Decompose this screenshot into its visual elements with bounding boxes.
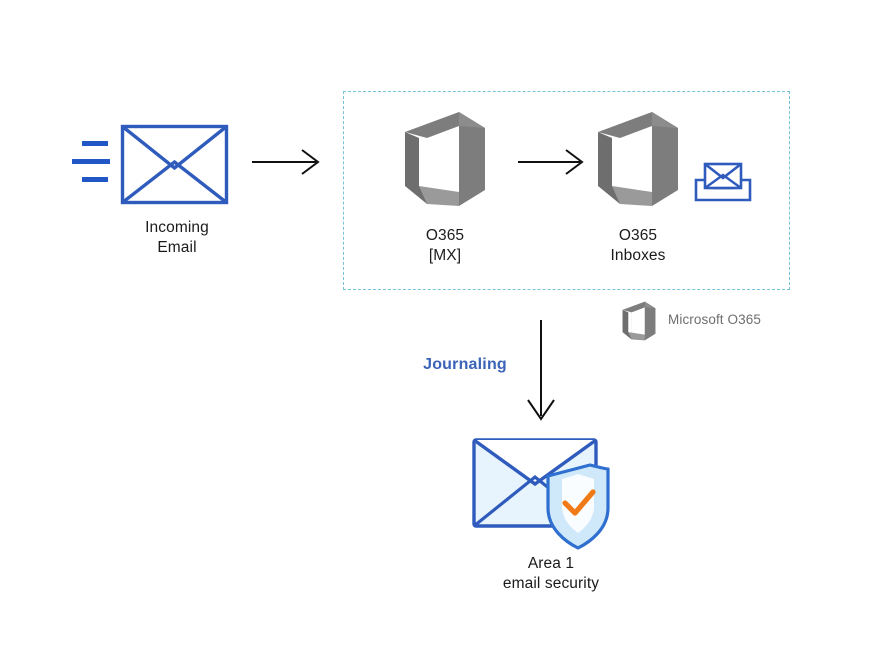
o365-inboxes-node: O365 Inboxes <box>592 108 684 264</box>
o365-boundary-zone <box>343 91 790 290</box>
area1-label-line1: Area 1 <box>527 555 575 572</box>
speed-lines-icon <box>72 141 110 182</box>
office-365-icon <box>622 301 656 341</box>
check-icon <box>562 489 596 516</box>
o365-inboxes-label-line1: O365 <box>618 227 658 244</box>
o365-mx-label-line2: [MX] <box>428 247 462 264</box>
arrow-incoming-to-mx <box>252 142 324 182</box>
area1-node: Area 1 email security <box>466 432 636 592</box>
journaling-label: Journaling <box>423 356 507 373</box>
envelope-icon <box>72 124 229 205</box>
o365-inboxes-label-line2: Inboxes <box>610 247 666 264</box>
envelope-outline-icon <box>120 124 229 205</box>
incoming-email-label-line1: Incoming <box>145 219 209 236</box>
inbox-envelope-badge <box>692 158 754 206</box>
area1-label-line2: email security <box>502 575 600 592</box>
o365-mx-label-line1: O365 <box>425 227 465 244</box>
arrow-mx-to-inboxes <box>518 142 590 182</box>
inbox-envelope-icon <box>694 162 752 202</box>
incoming-email-label-line2: Email <box>157 239 197 256</box>
email-shield-icon <box>472 438 610 550</box>
shield-icon <box>546 463 610 550</box>
office-365-icon <box>598 112 678 206</box>
office-365-icon <box>405 112 485 206</box>
arrow-journaling-down <box>520 318 564 426</box>
incoming-email-node: Incoming Email <box>72 120 232 256</box>
legend-label: Microsoft O365 <box>668 312 761 327</box>
o365-mx-node: O365 [MX] <box>399 108 491 264</box>
